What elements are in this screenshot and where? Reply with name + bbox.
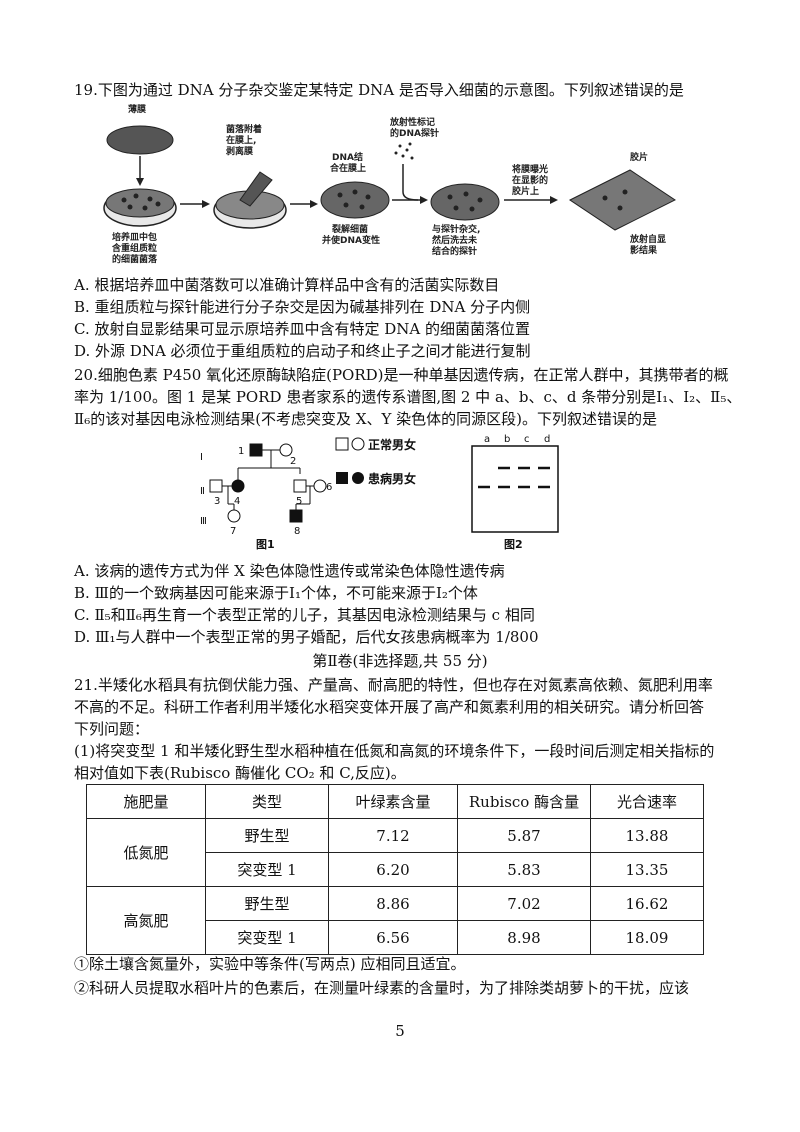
film [569, 169, 676, 231]
table-row: 突变型 1 6.20 5.83 13.35 [87, 852, 704, 887]
table-header: Rubisco 酶含量 [457, 784, 591, 819]
label-result-1: 放射自显 [629, 233, 666, 245]
label-hybrid-2: 然后洗去未 [432, 234, 478, 246]
individual-i2 [279, 443, 293, 457]
label-expose-1: 将膜曝光 [512, 163, 548, 175]
label-dish-2: 含重组质粒 [111, 242, 157, 254]
caption-fig1: 图1 [256, 538, 275, 551]
data-table: 施肥量 类型 叶绿素含量 Rubisco 酶含量 光合速率 低氮肥 野生型 7.… [86, 784, 704, 955]
individual-ii3 [209, 479, 223, 493]
group-cell: 高氮肥 [86, 886, 206, 955]
section-heading: 第Ⅱ卷(非选择题,共 55 分) [312, 652, 488, 670]
q21-stem-2: 不高的不足。科研工作者利用半矮化水稻突变体开展了高产和氮素利用的相关研究。请分析… [74, 698, 705, 716]
q20-stem-3: Ⅱ₆的该对基因电泳检测结果(不考虑突变及 X、Y 染色体的同源区段)。下列叙述错… [74, 410, 658, 428]
label-dna-bind-1: DNA结 [332, 151, 363, 163]
q21-stem-4: (1)将突变型 1 和半矮化野生型水稻种植在低氮和高氮的环境条件下，一段时间后测… [74, 742, 715, 760]
q19-option-d: D. 外源 DNA 必须位于重组质粒的启动子和终止子之间才能进行复制 [74, 342, 531, 360]
svg-text:c: c [524, 434, 530, 445]
gen-label-i: Ⅰ [200, 452, 203, 463]
label-attach-3: 剥离膜 [226, 145, 254, 157]
svg-text:2: 2 [290, 456, 296, 467]
q19-option-c: C. 放射自显影结果可显示原培养皿中含有特定 DNA 的细菌菌落位置 [74, 320, 531, 338]
label-result-2: 影结果 [630, 244, 658, 256]
q19-option-b: B. 重组质粒与探针能进行分子杂交是因为碱基排列在 DNA 分子内侧 [74, 298, 531, 316]
label-expose-2: 在显影的 [512, 174, 548, 186]
gen-label-iii: Ⅲ [200, 516, 207, 527]
svg-text:4: 4 [234, 496, 240, 507]
q20-option-a: A. 该病的遗传方式为伴 X 染色体隐性遗传或常染色体隐性遗传病 [74, 562, 505, 580]
q21-note-1: ①除土壤含氮量外，实验中等条件(写两点) 应相同且适宜。 [74, 955, 466, 973]
label-attach-1: 菌落附着 [226, 123, 262, 135]
label-probe-2: 的DNA探针 [390, 127, 439, 139]
pedigree-figures: Ⅰ Ⅱ Ⅲ 2 1 3 4 5 6 7 8 正常男女 患病男女 图1 a b c… [200, 434, 559, 551]
table-header: 施肥量 [86, 784, 206, 819]
legend-normal: 正常男女 [368, 437, 416, 452]
q20-option-c: C. Ⅱ₅和Ⅱ₆再生育一个表型正常的儿子，其基因电泳检测结果与 c 相同 [74, 606, 535, 624]
q21-stem-1: 21.半矮化水稻具有抗倒伏能力强、产量高、耐高肥的特性，但也存在对氮素高依赖、氮… [74, 676, 713, 694]
label-dna-bind-2: 合在膜上 [330, 162, 366, 174]
probe-dots [394, 142, 414, 160]
legend-affected: 患病男女 [368, 471, 416, 486]
individual-ii5 [293, 479, 307, 493]
table-header-row: 施肥量 类型 叶绿素含量 Rubisco 酶含量 光合速率 [86, 784, 704, 819]
q21-note-2: ②科研人员提取水稻叶片的色素后，在测量叶绿素的含量时，为了排除类胡萝卜的干扰，应… [74, 979, 690, 997]
caption-fig2: 图2 [504, 538, 523, 551]
q19-stem: 19.下图为通过 DNA 分子杂交鉴定某特定 DNA 是否导入细菌的示意图。下列… [74, 81, 684, 99]
svg-text:3: 3 [214, 496, 220, 507]
svg-text:6: 6 [326, 482, 332, 493]
svg-text:d: d [544, 434, 550, 445]
label-probe-1: 放射性标记 [389, 116, 435, 128]
gel [471, 445, 559, 533]
petri-dish [103, 188, 177, 227]
gen-label-ii: Ⅱ [200, 486, 205, 497]
q21-stem-5: 相对值如下表(Rubisco 酶催化 CO₂ 和 C,反应)。 [74, 764, 406, 782]
individual-iii8 [289, 509, 303, 523]
q21-stem-3: 下列问题： [74, 720, 150, 738]
gel-bands [478, 466, 550, 489]
label-membrane: 薄膜 [128, 103, 147, 115]
table-header: 类型 [205, 784, 329, 819]
individual-iii7 [227, 509, 241, 523]
svg-text:a: a [484, 434, 490, 445]
table-row: 突变型 1 6.56 8.98 18.09 [87, 920, 704, 955]
dna-hybridization-diagram: 薄膜 培养皿中包 含重组质粒 的细菌菌落 菌落附着 在膜上, 剥离膜 DNA结 … [103, 103, 676, 265]
svg-text:b: b [504, 434, 510, 445]
label-film: 胶片 [630, 151, 648, 163]
q20-stem-1: 20.细胞色素 P450 氧化还原酶缺陷症(PORD)是一种单基因遗传病，在正常… [74, 366, 729, 384]
svg-text:7: 7 [230, 526, 236, 537]
label-expose-3: 胶片上 [512, 185, 539, 197]
label-lyse-2: 并使DNA变性 [322, 234, 380, 246]
table-header: 叶绿素含量 [328, 784, 458, 819]
label-hybrid-3: 结合的探针 [432, 245, 477, 257]
page-number: 5 [395, 1022, 405, 1040]
table-header: 光合速率 [590, 784, 704, 819]
svg-text:1: 1 [238, 446, 244, 457]
q20-stem-2: 率为 1/100。图 1 是某 PORD 患者家系的遗传系谱图,图 2 中 a、… [74, 388, 742, 406]
q20-option-d: D. Ⅲ₁与人群中一个表型正常的男子婚配，后代女孩患病概率为 1/800 [74, 628, 539, 646]
label-dish-1: 培养皿中包 [112, 231, 157, 243]
individual-ii6 [313, 479, 327, 493]
individual-ii4 [231, 479, 245, 493]
membrane-disc [106, 125, 174, 155]
svg-text:8: 8 [294, 526, 300, 537]
individual-i1 [249, 443, 263, 457]
q19-option-a: A. 根据培养皿中菌落数可以准确计算样品中含有的活菌实际数目 [74, 276, 500, 294]
table-row: 低氮肥 野生型 7.12 5.87 13.88 [86, 818, 704, 887]
label-hybrid-1: 与探针杂交, [432, 223, 480, 235]
label-dish-3: 的细菌菌落 [112, 253, 158, 265]
label-attach-2: 在膜上, [226, 134, 256, 146]
group-cell: 低氮肥 [86, 818, 206, 887]
svg-text:5: 5 [296, 496, 302, 507]
q20-option-b: B. Ⅲ的一个致病基因可能来源于Ⅰ₁个体，不可能来源于Ⅰ₂个体 [74, 584, 478, 602]
table-row: 高氮肥 野生型 8.86 7.02 16.62 [86, 886, 704, 955]
label-lyse-1: 裂解细菌 [331, 223, 368, 235]
